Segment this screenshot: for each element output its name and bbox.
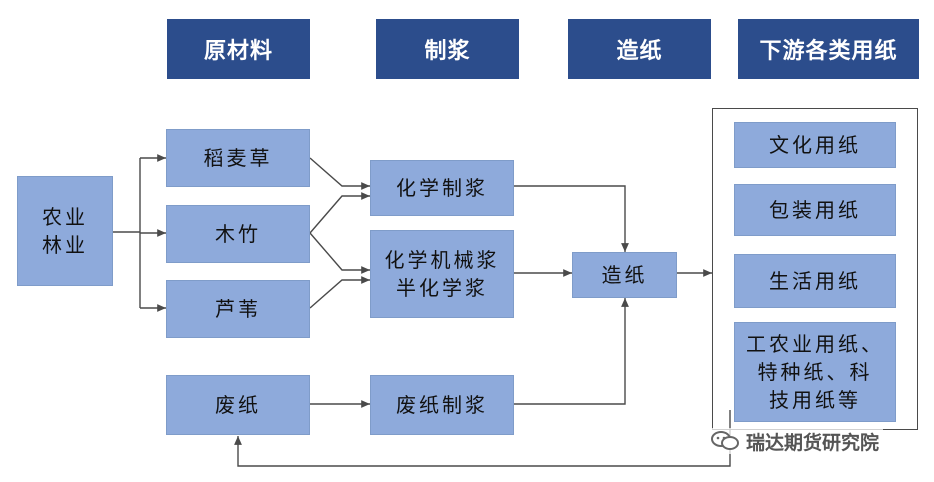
watermark-text: 瑞达期货研究院 [746,431,880,454]
node-culture-paper: 文化用纸 [734,122,896,168]
node-papermaking: 造纸 [572,252,677,298]
node-waste-pulp: 废纸制浆 [370,375,514,435]
arrow-reed-mechanical [309,276,370,309]
header-raw-materials: 原材料 [167,19,310,79]
arrow-wastepulp-paper [514,298,629,405]
node-industrial-special-paper: 工农业用纸、 特种纸、科 技用纸等 [734,322,896,422]
header-pulping: 制浆 [376,19,519,79]
node-straw: 稻麦草 [166,129,310,187]
node-mechanical-pulp: 化学机械浆 半化学浆 [370,230,514,318]
node-packaging-paper: 包装用纸 [734,184,896,236]
header-downstream: 下游各类用纸 [738,19,919,79]
wechat-icon [710,430,740,452]
arrow-wood-mechanical [309,232,370,274]
node-wood-bamboo: 木竹 [166,205,310,263]
arrow-chemical-paper [514,185,629,252]
node-household-paper: 生活用纸 [734,254,896,308]
header-papermaking: 造纸 [568,19,711,79]
node-chemical-pulp: 化学制浆 [370,160,514,216]
node-agri-forestry: 农业 林业 [17,176,113,286]
arrow-wood-chemical [309,192,370,234]
arrow-straw-chemical [309,157,370,190]
watermark: 瑞达期货研究院 [706,428,884,454]
node-waste-paper: 废纸 [166,375,310,435]
node-reed: 芦苇 [166,280,310,338]
